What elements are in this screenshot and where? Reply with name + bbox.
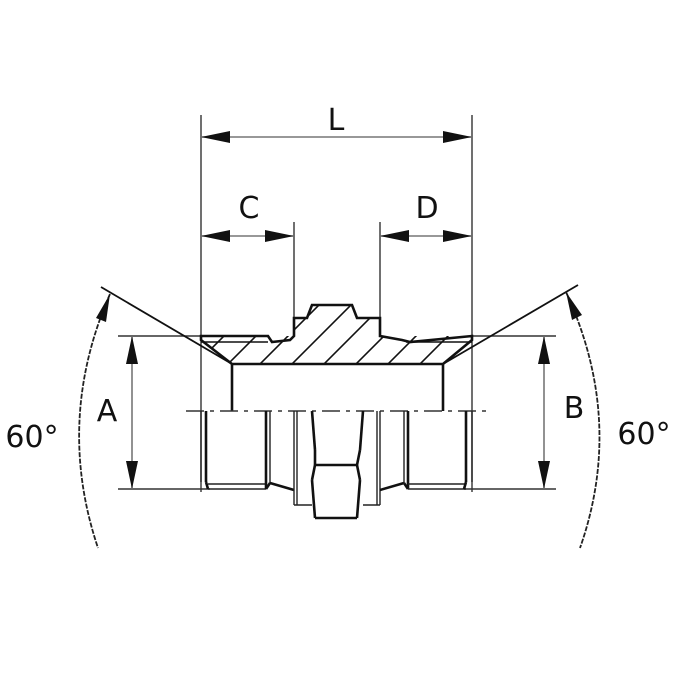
angle-left-cone: 60° — [5, 286, 233, 549]
arrowhead-icon — [566, 292, 582, 320]
angle-right-cone: 60° — [442, 284, 671, 549]
fitting-exterior — [200, 410, 473, 520]
dimension-D: D — [380, 191, 472, 242]
arrowhead-icon — [96, 294, 110, 322]
extension-lines — [118, 115, 556, 492]
dimension-label-D: D — [415, 191, 438, 226]
arrowhead-icon — [265, 230, 294, 242]
dimension-label-B: B — [564, 391, 585, 426]
dimension-L: L — [201, 103, 472, 143]
fitting-bore — [230, 364, 445, 411]
angle-label-left: 60° — [5, 420, 58, 455]
angle-label-right: 60° — [617, 417, 670, 452]
arrowhead-icon — [126, 461, 138, 489]
arrowhead-icon — [443, 230, 472, 242]
dimension-label-L: L — [328, 103, 345, 138]
arrowhead-icon — [201, 131, 230, 143]
dimension-A: A — [97, 336, 138, 489]
dimension-C: C — [201, 191, 294, 242]
dimension-label-A: A — [97, 394, 118, 429]
dimension-label-C: C — [239, 191, 260, 226]
arrowhead-icon — [380, 230, 409, 242]
arrowhead-icon — [126, 336, 138, 364]
arrowhead-icon — [201, 230, 230, 242]
arrowhead-icon — [443, 131, 472, 143]
arrowhead-icon — [538, 336, 550, 364]
fitting-section-hatched — [199, 303, 474, 366]
dimension-B: B — [538, 336, 584, 489]
arrowhead-icon — [538, 461, 550, 489]
